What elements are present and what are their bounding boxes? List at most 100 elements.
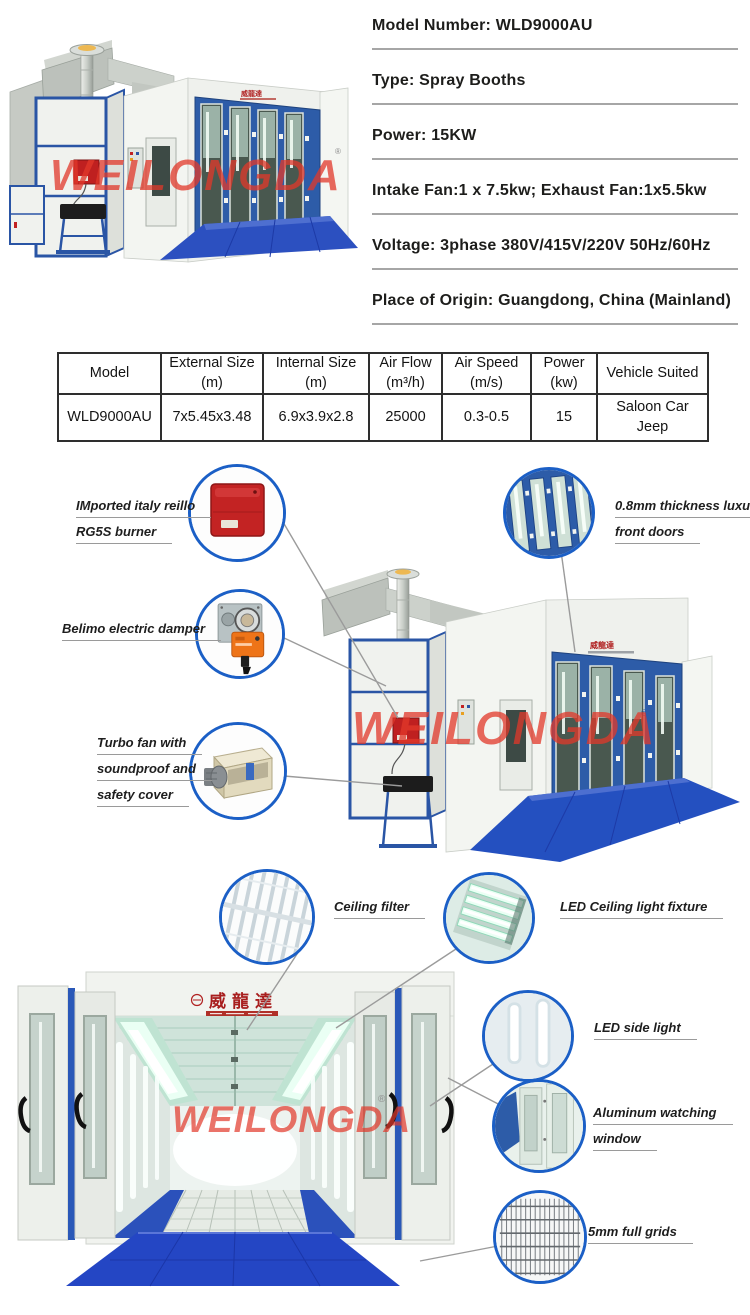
door-hinge-strip <box>68 988 75 1240</box>
label-line: RG5S burner <box>76 524 173 544</box>
label-line: soundproof and <box>97 761 212 781</box>
callout-circle-turbo-fan <box>189 722 287 820</box>
spec-text: Power: 15KW <box>372 127 477 144</box>
ceiling-filter-icon <box>222 872 312 962</box>
turbo-fan-icon <box>192 725 284 817</box>
spec-row-power: Power: 15KW <box>372 114 738 169</box>
label-line: front doors <box>615 524 701 544</box>
label-line: LED Ceiling light fixture <box>560 899 724 919</box>
label-burner: IMported italy reillo RG5S burner <box>76 498 212 544</box>
label-line: safety cover <box>97 787 189 807</box>
door-hardware <box>582 692 680 763</box>
table-data-row: WLD9000AU 7x5.45x3.48 6.9x3.9x2.8 25000 … <box>57 393 709 443</box>
floor-grids-icon <box>496 1193 584 1281</box>
col-air-speed: Air Speed(m/s) <box>441 351 532 396</box>
cell-power: 15 <box>530 393 598 443</box>
label-line: window <box>593 1131 657 1151</box>
spray-booth-interior-photo: 威龍達 <box>17 971 455 1287</box>
floor-ramp <box>160 216 358 260</box>
wall-light-strips <box>116 1042 354 1212</box>
col-air-flow: Air Flow(m³/h) <box>368 351 443 396</box>
callout-circle-damper <box>195 589 285 679</box>
fan-unit <box>56 204 110 254</box>
cell-internal-size: 6.9x3.9x2.8 <box>262 393 370 443</box>
callout-circle-grids <box>493 1190 587 1284</box>
booth-body: 威龍達 ® <box>445 597 713 853</box>
spec-row-origin: Place of Origin: Guangdong, China (Mainl… <box>372 279 738 334</box>
spec-text: Voltage: 3phase 380V/415V/220V 50Hz/60Hz <box>372 237 711 254</box>
label-led-ceiling: LED Ceiling light fixture <box>560 899 724 919</box>
label-line: Ceiling filter <box>334 899 426 919</box>
floor-blue-left <box>112 1190 184 1238</box>
label-ceiling-filter: Ceiling filter <box>334 899 426 919</box>
door-handle <box>74 1092 87 1130</box>
right-wall <box>300 1016 358 1238</box>
spec-list: Model Number: WLD9000AU Type: Spray Boot… <box>372 4 738 334</box>
table-header-row: Model External Size(m) Internal Size(m) … <box>57 351 709 396</box>
burner-icon <box>191 467 283 559</box>
spec-text: Intake Fan:1 x 7.5kw; Exhaust Fan:1x5.5k… <box>372 182 707 199</box>
spray-booth-photo-main: 威龍達 ® <box>9 40 358 263</box>
col-internal-size: Internal Size(m) <box>262 351 370 396</box>
col-power: Power(kw) <box>530 351 598 396</box>
door-hinge-strip <box>395 988 402 1240</box>
spec-text: Type: Spray Booths <box>372 72 526 89</box>
label-front-doors: 0.8mm thickness luxury front doors <box>615 498 750 544</box>
cell-model: WLD9000AU <box>57 393 162 443</box>
col-model: Model <box>57 351 162 396</box>
booth-logo-text: 威龍達 <box>241 89 262 98</box>
door-handle <box>18 1096 31 1134</box>
booth-interior <box>112 1016 358 1239</box>
callout-circle-ceiling-filter <box>219 869 315 965</box>
brand-watermark: WEILONGDA <box>50 151 342 200</box>
side-cabinet <box>9 185 45 245</box>
left-wall <box>112 1016 170 1238</box>
aluminum-window-icon <box>495 1082 583 1170</box>
booth-body: 威龍達 ® <box>123 77 349 263</box>
led-ceiling-light-icon <box>446 875 532 961</box>
door-handle <box>385 1092 398 1130</box>
front-doors-detail-icon <box>506 470 592 556</box>
col-external-size: External Size(m) <box>160 351 264 396</box>
spray-booth-photo-features: 威龍達 ® <box>321 568 740 862</box>
led-side-light-icon <box>485 993 571 1079</box>
callout-circle-led-ceiling <box>443 872 535 964</box>
door-windows <box>555 661 675 797</box>
registered-mark: ® <box>641 708 648 718</box>
callout-circle-burner <box>188 464 286 562</box>
label-line: 0.8mm thickness luxury <box>615 498 750 518</box>
damper-actuator-icon <box>198 592 282 676</box>
registered-mark: ® <box>378 1094 386 1105</box>
label-led-side: LED side light <box>594 1020 697 1040</box>
label-line: Aluminum watching <box>593 1105 733 1125</box>
label-turbo-fan: Turbo fan with soundproof and safety cov… <box>97 735 212 807</box>
entrance-ramp <box>66 1231 400 1287</box>
spec-row-voltage: Voltage: 3phase 380V/415V/220V 50Hz/60Hz <box>372 224 738 279</box>
door-hardware <box>224 130 309 203</box>
spec-row-model: Model Number: WLD9000AU <box>372 4 738 59</box>
booth-logo-text: 威龍達 <box>209 991 278 1011</box>
label-line: Belimo electric damper <box>62 621 222 641</box>
brand-watermark: WEILONGDA <box>172 1099 411 1140</box>
label-damper: Belimo electric damper <box>62 621 222 641</box>
label-grids: 5mm full grids <box>588 1224 693 1244</box>
ceiling-light-banks <box>114 1018 356 1106</box>
col-vehicle-suited: Vehicle Suited <box>596 351 709 396</box>
specification-table: Model External Size(m) Internal Size(m) … <box>57 351 709 443</box>
callout-circle-front-doors <box>503 467 595 559</box>
brand-watermark: WEILONGDA <box>352 702 656 754</box>
cell-external-size: 7x5.45x3.48 <box>160 393 264 443</box>
callout-circle-watch-window <box>492 1079 586 1173</box>
booth-logo-text: 威龍達 <box>590 640 614 650</box>
spec-text: Model Number: WLD9000AU <box>372 17 593 34</box>
burner-box <box>391 717 420 775</box>
label-line: LED side light <box>594 1020 697 1040</box>
cell-air-flow: 25000 <box>368 393 443 443</box>
floor-blue-right <box>300 1190 358 1238</box>
label-line: IMported italy reillo <box>76 498 212 518</box>
label-line: 5mm full grids <box>588 1224 693 1244</box>
label-watch-window: Aluminum watching window <box>593 1105 733 1151</box>
spec-row-type: Type: Spray Booths <box>372 59 738 114</box>
